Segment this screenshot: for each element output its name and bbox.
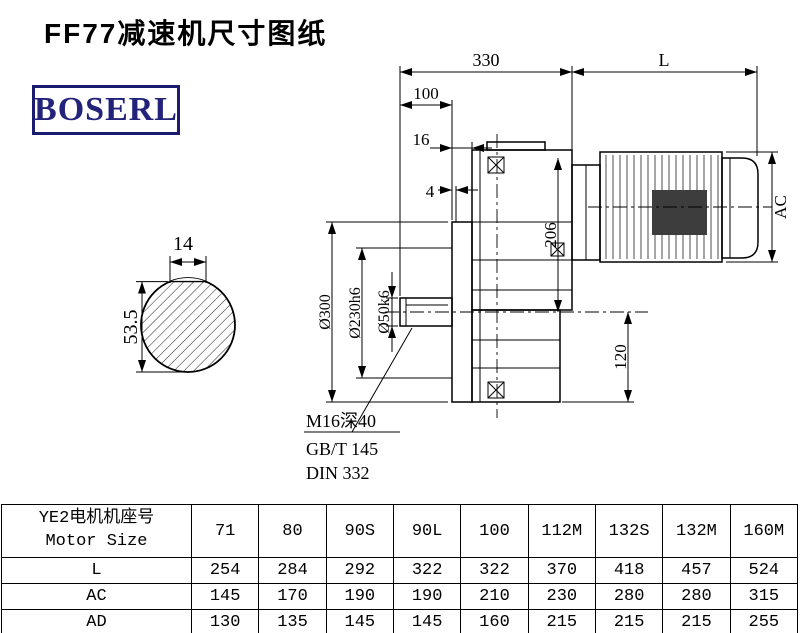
brand-logo-text: BOSERL <box>34 91 178 128</box>
dim-shaft-key-height: 53.5 <box>120 310 142 345</box>
table-cell: 230 <box>527 583 596 610</box>
table-cell: 284 <box>258 557 327 584</box>
motor-size-cell: 100 <box>460 504 529 558</box>
centerlines <box>385 134 772 418</box>
table-cell: 315 <box>729 583 799 610</box>
table-row-ac: AC 145 170 190 190 210 230 280 280 315 <box>1 583 799 610</box>
motor-size-cell: 132M <box>662 504 731 558</box>
motor-size-cell: 80 <box>258 504 327 558</box>
row-label: AD <box>1 609 192 633</box>
table-cell: 370 <box>527 557 596 584</box>
motor-size-header-en: Motor Size <box>45 532 148 551</box>
reducer-side-view <box>399 141 759 403</box>
table-cell: 170 <box>258 583 327 610</box>
table-cell: 322 <box>392 557 462 584</box>
motor-size-cell: 112M <box>527 504 596 558</box>
table-cell: 280 <box>662 583 731 610</box>
dim-d300: Ø300 <box>317 294 334 330</box>
dim-120: 120 <box>611 344 630 370</box>
table-cell: 130 <box>190 609 260 633</box>
table-header-row: YE2电机机座号 Motor Size 71 80 90S 90L 100 11… <box>1 504 799 558</box>
thread-notes: M16深40 GB/T 145 DIN 332 <box>304 327 413 483</box>
table-row-l: L 254 284 292 322 322 370 418 457 524 <box>1 557 799 584</box>
motor-size-cell: 132S <box>594 504 664 558</box>
dim-330: 330 <box>473 50 500 70</box>
shaft-circle <box>140 277 236 373</box>
motor-size-cell: 71 <box>190 504 260 558</box>
dim-d230: Ø230h6 <box>347 287 364 339</box>
row-label: L <box>1 557 192 584</box>
table-cell: 215 <box>662 609 731 633</box>
gear-housing-lower <box>471 309 561 403</box>
note-din-standard: DIN 332 <box>306 463 370 483</box>
table-cell: 292 <box>325 557 394 584</box>
bolt-holes <box>487 156 565 399</box>
dim-L: L <box>659 50 670 70</box>
table-cell: 457 <box>662 557 731 584</box>
technical-drawing: 14 53.5 <box>120 50 790 483</box>
table-cell: 160 <box>460 609 529 633</box>
table-cell: 135 <box>258 609 327 633</box>
motor-size-header-cn: YE2电机机座号 <box>38 509 155 529</box>
table-cell: 145 <box>392 609 462 633</box>
motor-size-cell: 90S <box>325 504 394 558</box>
dim-16: 16 <box>413 130 430 149</box>
table-cell: 254 <box>190 557 260 584</box>
page-title: FF77减速机尺寸图纸 <box>44 18 328 49</box>
dim-d50: Ø50k6 <box>376 290 393 334</box>
table-row-ad: AD 130 135 145 145 160 215 215 215 255 <box>1 609 799 633</box>
table-cell: 280 <box>594 583 664 610</box>
table-cell: 418 <box>594 557 664 584</box>
dim-AC: AC <box>771 195 790 219</box>
motor-size-header-cell: YE2电机机座号 Motor Size <box>1 504 192 558</box>
note-gb-standard: GB/T 145 <box>306 439 378 459</box>
table-cell: 322 <box>460 557 529 584</box>
motor-nameplate <box>652 190 707 235</box>
shaft-section-view: 14 53.5 <box>120 233 236 373</box>
dimension-table: YE2电机机座号 Motor Size 71 80 90S 90L 100 11… <box>1 504 799 633</box>
table-cell: 190 <box>325 583 394 610</box>
motor-size-cell: 160M <box>729 504 799 558</box>
table-cell: 255 <box>729 609 799 633</box>
table-cell: 145 <box>190 583 260 610</box>
table-cell: 215 <box>594 609 664 633</box>
dim-4: 4 <box>426 182 435 201</box>
table-cell: 210 <box>460 583 529 610</box>
fan-cover <box>721 157 759 259</box>
table-cell: 524 <box>729 557 799 584</box>
motor-size-cell: 90L <box>392 504 462 558</box>
dim-100: 100 <box>413 84 439 103</box>
note-thread: M16深40 <box>306 411 376 431</box>
brand-logo: BOSERL <box>32 85 180 135</box>
table-cell: 215 <box>527 609 596 633</box>
table-cell: 145 <box>325 609 394 633</box>
table-cell: 190 <box>392 583 462 610</box>
row-label: AC <box>1 583 192 610</box>
dim-keyway-width: 14 <box>173 233 193 255</box>
dim-206: 206 <box>541 222 560 248</box>
dimensions: 330 L 100 16 4 AC 206 120 <box>317 50 790 403</box>
